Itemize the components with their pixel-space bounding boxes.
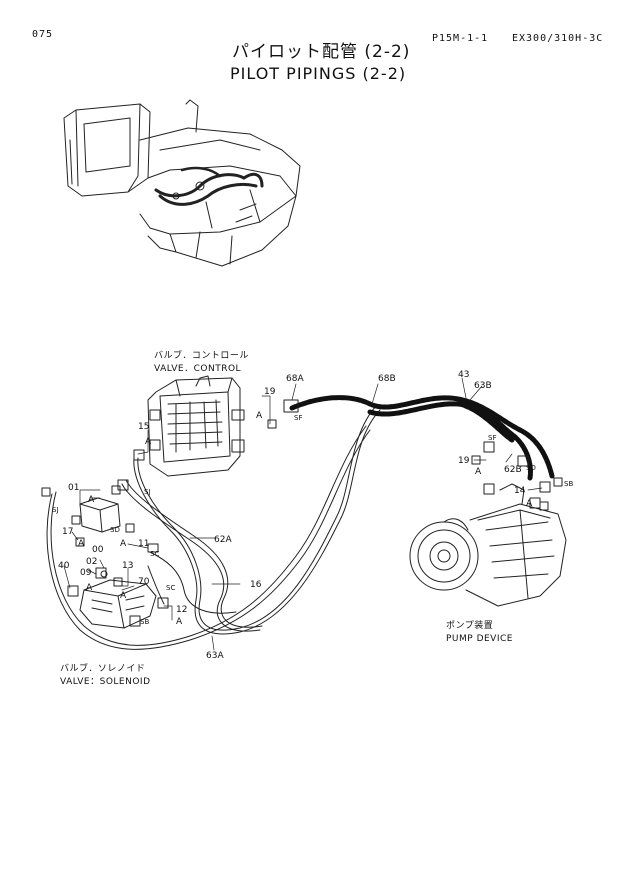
ref-sf-2: SF: [488, 434, 496, 442]
part-70: 70: [138, 577, 150, 587]
part-16: 16: [250, 580, 262, 590]
pilot-pipes: [46, 405, 381, 650]
valve-control-label-jp: バルブ．コントロール: [154, 351, 249, 361]
solenoid-valve-drawing: [67, 497, 157, 629]
part-11: 11: [138, 539, 149, 549]
part-63a: 63A: [206, 651, 224, 661]
part-01: 01: [68, 483, 79, 493]
part-19-upper: 19: [264, 387, 276, 397]
ref-sb-1: SB: [564, 480, 573, 488]
part-68b: 68B: [378, 374, 396, 384]
pilot-hoses: [289, 395, 555, 481]
ref-a-9: A: [120, 591, 127, 601]
part-02: 02: [86, 557, 97, 567]
ref-a-4: A: [526, 499, 533, 509]
ref-sd-2: SD: [110, 526, 120, 534]
ref-a-2: A: [145, 437, 152, 447]
part-68a: 68A: [286, 374, 304, 384]
part-09: 09: [80, 568, 92, 578]
leader-lines: [63, 377, 543, 651]
page-number: 075: [32, 29, 54, 40]
part-15: 15: [138, 422, 149, 432]
part-12: 12: [176, 605, 187, 615]
ref-sj-1: SJ: [144, 488, 151, 496]
part-19-lower: 19: [458, 456, 470, 466]
part-62b: 62B: [504, 465, 522, 475]
catalog-code: P15M-1-1: [432, 33, 489, 44]
valve-control-label-en: VALVE．CONTROL: [154, 364, 242, 374]
part-14: 14: [514, 486, 526, 496]
pipe-fittings: [41, 399, 563, 609]
part-62a: 62A: [214, 535, 232, 545]
ref-a-10: A: [176, 617, 183, 627]
valve-solenoid-label-jp: バルブ．ソレノイド: [60, 664, 146, 674]
part-63b: 63B: [474, 381, 492, 391]
excavator-overview-drawing: [63, 99, 301, 267]
page-title-en: PILOT PIPINGS (2-2): [230, 64, 407, 83]
ref-sj-2: SJ: [52, 506, 59, 514]
reference-letters: A A A A A A A A A A SF SF SJ SJ SD SD SB…: [52, 411, 573, 627]
ref-a-7: A: [120, 539, 127, 549]
pump-device-drawing: [409, 483, 567, 607]
ref-sc-2: SC: [166, 584, 175, 592]
page-title-jp: パイロット配管 (2-2): [232, 42, 411, 62]
ref-a-6: A: [78, 539, 85, 549]
ref-sc-1: SC: [150, 550, 159, 558]
ref-a-8: A: [86, 583, 93, 593]
part-number-labels: 19 68A 68B 43 63B 15 19 62B 14 01 17 00 …: [58, 370, 526, 661]
part-43: 43: [458, 370, 469, 380]
ref-a-5: A: [88, 495, 95, 505]
control-valve-drawing: [147, 375, 245, 477]
machine-model: EX300/310H-3C: [512, 33, 604, 44]
pump-device-label-en: PUMP DEVICE: [446, 634, 513, 644]
part-13: 13: [122, 561, 133, 571]
part-00: 00: [92, 545, 104, 555]
ref-a-3: A: [475, 467, 482, 477]
part-40: 40: [58, 561, 70, 571]
ref-sb-2: SB: [140, 618, 149, 626]
valve-solenoid-label-en: VALVE：SOLENOID: [60, 677, 151, 687]
part-17: 17: [62, 527, 73, 537]
ref-sf-1: SF: [294, 414, 302, 422]
ref-a-1: A: [256, 411, 263, 421]
pump-device-label-jp: ポンプ装置: [446, 621, 494, 631]
ref-sd-1: SD: [526, 464, 536, 472]
